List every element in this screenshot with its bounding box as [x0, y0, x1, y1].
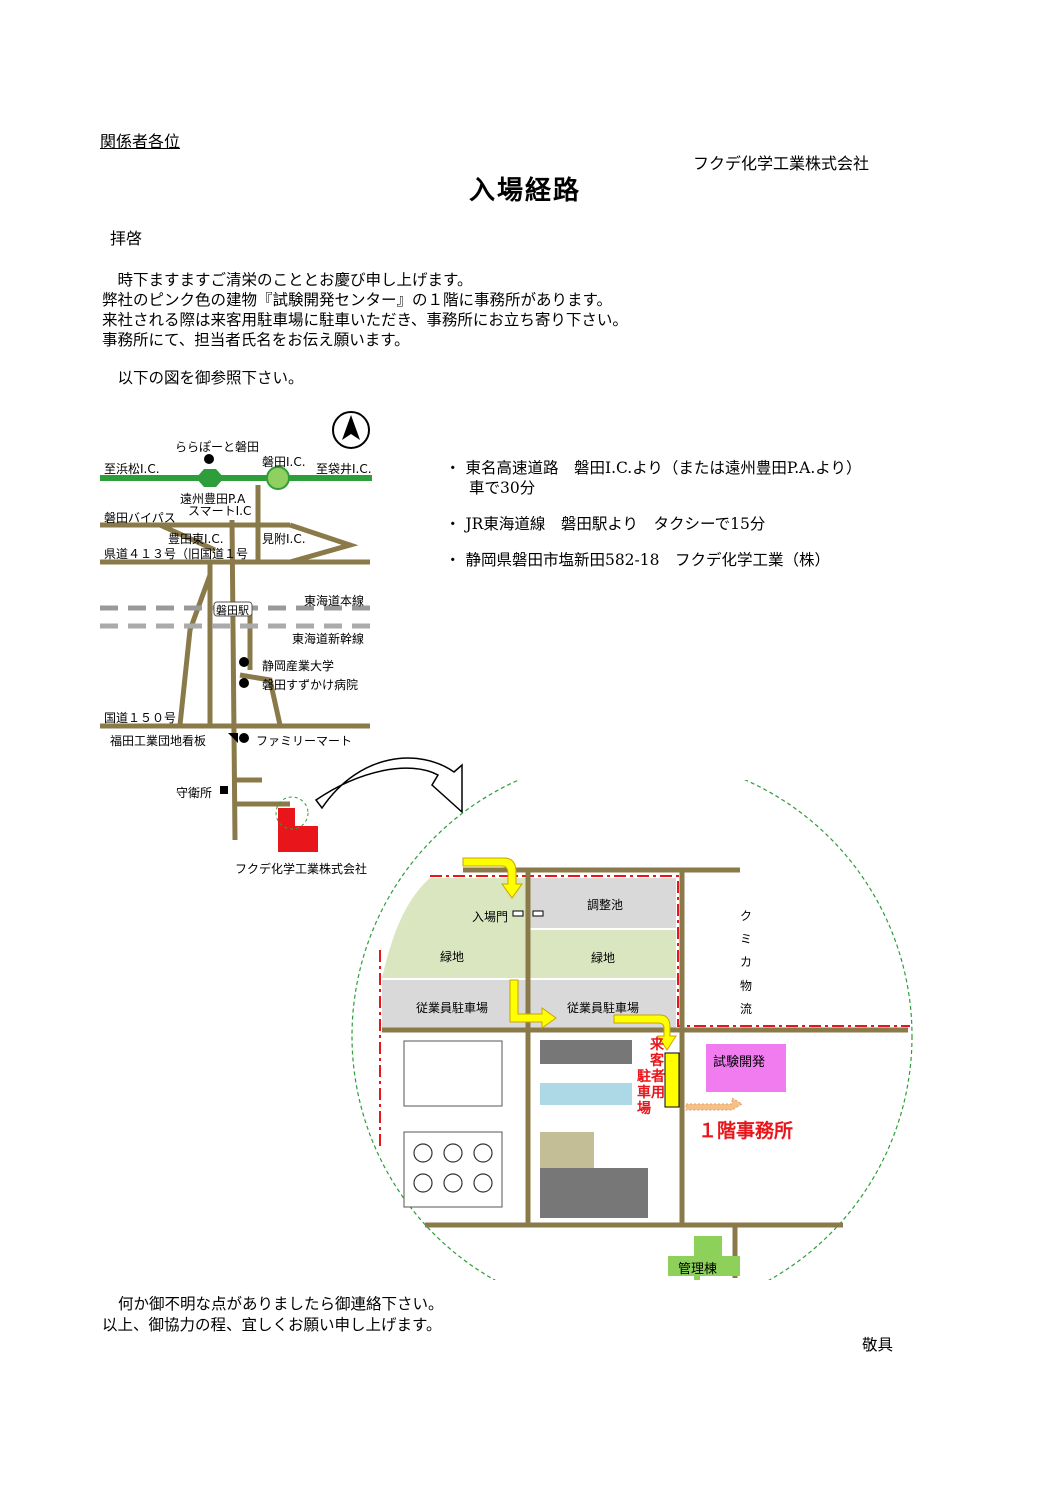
keigu: 敬具 [862, 1336, 894, 1354]
label-guard: 守衛所 [176, 786, 212, 800]
area-map: ららぽーと磐田 至浜松I.C. 磐田I.C. 至袋井I.C. 遠州豊田P.A ス… [100, 411, 372, 876]
company-name: フクデ化学工業株式会社 [693, 154, 870, 173]
label-mitsuke: 見附I.C. [262, 532, 306, 546]
site-map: 入場門 調整池 緑地 緑地 従業員駐車場 従業員駐車場 試験開発 管理棟 ク ミ… [351, 780, 913, 1280]
area-roads [100, 485, 370, 841]
label-to-hamamatsu: 至浜松I.C. [104, 462, 160, 476]
zoom-arrow-icon [314, 757, 463, 814]
admin-building [668, 1236, 740, 1280]
label-route413: 県道４１３号（旧国道１号 [104, 547, 248, 561]
svg-text:ク: ク [740, 909, 752, 923]
svg-text:場: 場 [637, 1100, 651, 1117]
access-item: ・ 静岡県磐田市塩新田582-18 フクデ化学工業（株） [445, 551, 830, 569]
label-pond: 調整池 [587, 897, 623, 912]
access-item-cont: 車で30分 [469, 479, 536, 497]
body-line-1: 時下ますますご清栄のこととお慶び申し上げます。 [102, 271, 473, 289]
svg-text:客: 客 [649, 1052, 665, 1069]
label-hospital: 磐田すずかけ病院 [262, 677, 358, 692]
label-fukuda-sign: 福田工業団地看板 [110, 733, 206, 748]
recipients: 関係者各位 [100, 132, 181, 151]
salutation: 拝啓 [110, 229, 143, 248]
label-visitor-parking: 来 客 駐者 車用 場 [637, 1037, 665, 1117]
label-company: フクデ化学工業株式会社 [235, 861, 367, 876]
body-line-2: 弊社のピンク色の建物『試験開発センター』の１階に事務所があります。 [102, 291, 612, 309]
route-arrow-icon [462, 857, 677, 1051]
body-line-4: 事務所にて、担当者氏名をお伝え願います。 [102, 331, 410, 349]
company-building [278, 808, 318, 852]
label-iwata-station: 磐田駅 [216, 603, 249, 617]
access-item: ・ 東名高速道路 磐田I.C.より（または遠州豊田P.A.より） [445, 459, 862, 477]
page-title: 入場経路 [468, 176, 581, 206]
label-bypass: 磐田バイパス [104, 511, 176, 525]
sign-marker [228, 733, 238, 743]
closing-line-2: 以上、御協力の程、宜しくお願い申し上げます。 [102, 1316, 442, 1334]
label-parking-1: 従業員駐車場 [416, 1000, 488, 1015]
label-shinkansen: 東海道新幹線 [292, 631, 364, 646]
label-to-fukuroi: 至袋井I.C. [316, 462, 372, 476]
access-list: ・ 東名高速道路 磐田I.C.より（または遠州豊田P.A.より） 車で30分 ・… [445, 458, 861, 570]
access-item: ・ JR東海道線 磐田駅より タクシーで15分 [445, 515, 766, 533]
label-gate: 入場門 [472, 910, 508, 924]
svg-text:来: 来 [649, 1037, 665, 1053]
see-map-line: 以下の図を御参照下さい。 [102, 369, 304, 387]
body-line-3: 来社される際は来客用駐車場に駐車いただき、事務所にお立ち寄り下さい。 [102, 311, 628, 329]
label-route150: 国道１５０号 [104, 711, 176, 725]
label-lalaport: ららぽーと磐田 [175, 440, 259, 454]
svg-text:車用: 車用 [637, 1084, 665, 1101]
north-arrow-icon [332, 411, 370, 449]
svg-text:カ: カ [740, 955, 752, 969]
label-smart-ic: スマートI.C [188, 504, 251, 518]
label-toyoda-higashi: 豊田東I.C. [168, 532, 224, 546]
label-admin: 管理棟 [678, 1262, 717, 1277]
svg-text:駐者: 駐者 [637, 1068, 665, 1085]
label-familymart: ファミリーマート [256, 734, 352, 748]
label-enshu-pa: 遠州豊田P.A [180, 492, 246, 506]
closing-line-1: 何か御不明な点がありましたら御連絡下さい。 [118, 1295, 444, 1313]
label-iwata-ic: 磐田I.C. [262, 455, 306, 469]
label-tokaido: 東海道本線 [304, 593, 364, 608]
label-university: 静岡産業大学 [262, 658, 334, 673]
svg-text:流: 流 [740, 1002, 752, 1016]
svg-text:物: 物 [740, 979, 752, 993]
label-green-2: 緑地 [591, 950, 615, 965]
label-office: １階事務所 [698, 1119, 793, 1142]
label-green-1: 緑地 [440, 949, 464, 964]
label-test-dev: 試験開発 [713, 1054, 765, 1070]
label-parking-2: 従業員駐車場 [567, 1000, 639, 1015]
guard-marker [220, 786, 228, 794]
svg-text:ミ: ミ [740, 932, 752, 946]
lalaport-marker [204, 454, 214, 464]
label-kumika: ク ミ カ 物 流 [740, 909, 752, 1016]
test-dev-building [706, 1044, 786, 1092]
